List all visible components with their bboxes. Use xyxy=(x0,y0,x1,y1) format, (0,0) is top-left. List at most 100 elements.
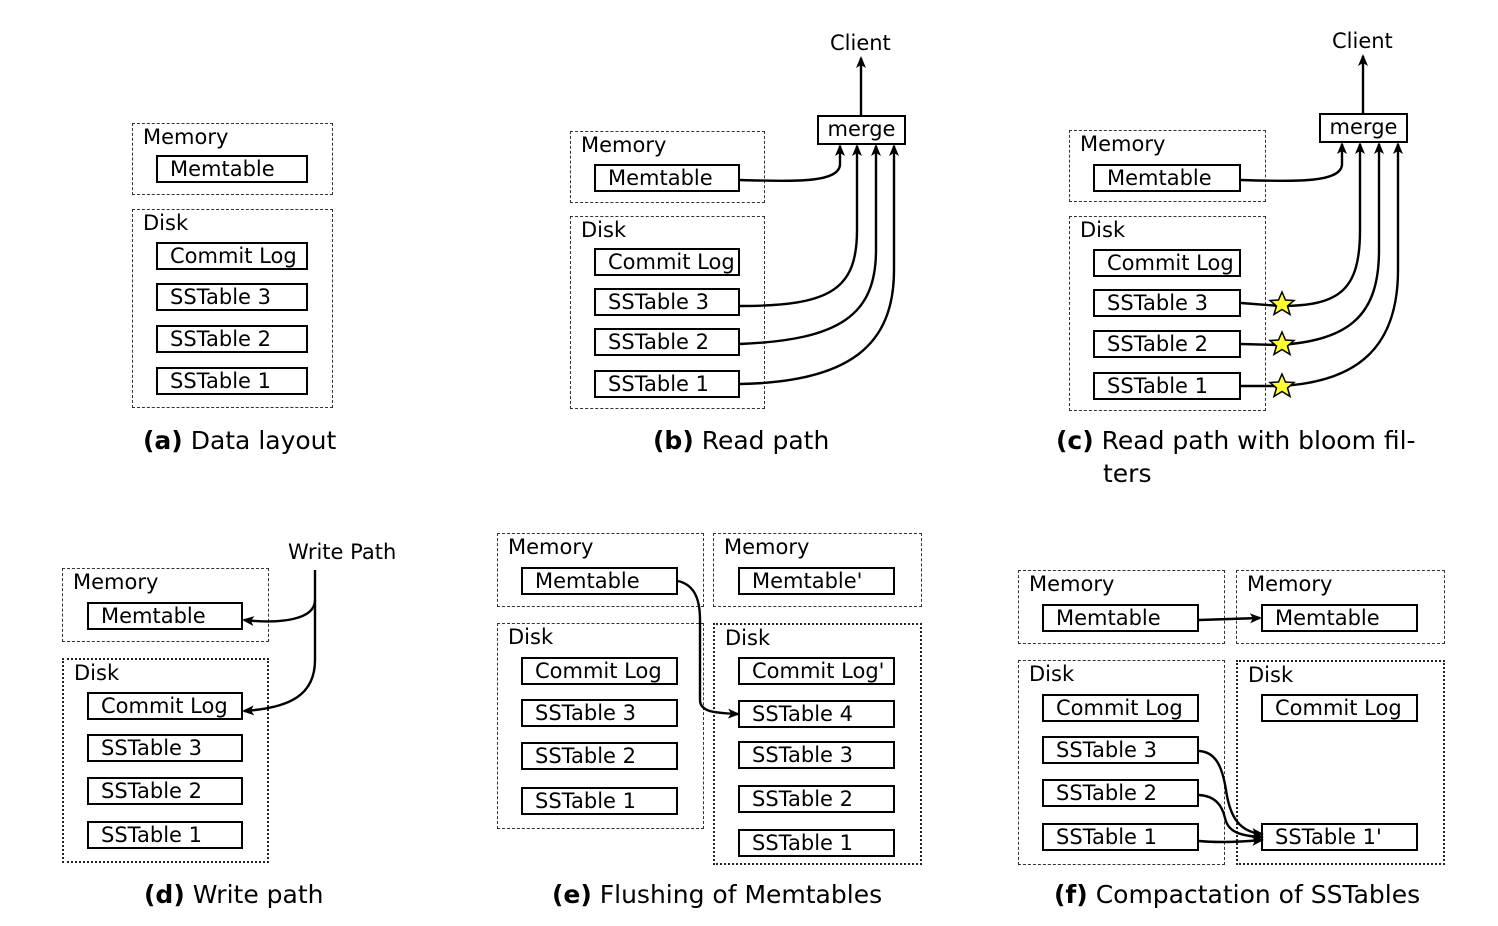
f-sstable2-compaction-arrow xyxy=(1198,793,1264,842)
f-left-memory-region: Memory xyxy=(1018,570,1225,644)
f-left-disk-region: Disk xyxy=(1018,660,1225,865)
b-sstable3-to-merge-arrow xyxy=(739,144,862,308)
d-disk-label: Disk xyxy=(74,661,120,685)
caption-b: (b) Read path xyxy=(653,424,829,457)
d-write-path-label: Write Path xyxy=(288,540,397,564)
caption-f-letter: (f) xyxy=(1054,880,1088,909)
a-sstable-3: SSTable 3 xyxy=(156,283,308,311)
f-right-disk-label: Disk xyxy=(1248,663,1294,687)
e-left-memtable: Memtable xyxy=(521,567,678,595)
caption-f-text: Compactation of SSTables xyxy=(1095,880,1421,909)
b-sstable2-to-merge-arrow xyxy=(739,144,881,346)
c-bloom-star-icon-1 xyxy=(1268,372,1296,399)
e-left-sstable-1: SSTable 1 xyxy=(521,787,678,815)
e-memtable-flush-arrow xyxy=(677,579,740,719)
f-left-commit-log: Commit Log xyxy=(1042,694,1199,722)
e-right-memory-label: Memory xyxy=(724,535,810,559)
c-disk-region: Disk xyxy=(1069,216,1266,411)
caption-c-line2: ters xyxy=(1103,459,1152,488)
b-client-label: Client xyxy=(830,31,891,55)
d-memory-label: Memory xyxy=(73,570,159,594)
a-disk-label: Disk xyxy=(143,211,189,235)
e-left-memory-label: Memory xyxy=(508,535,594,559)
c-sstable1-to-merge-arrow xyxy=(1241,142,1403,388)
e-right-sstable-2: SSTable 2 xyxy=(738,785,895,813)
b-memtable: Memtable xyxy=(594,164,740,192)
caption-f: (f) Compactation of SSTables xyxy=(1054,878,1420,911)
b-sstable-2: SSTable 2 xyxy=(594,328,740,356)
e-left-sstable-3: SSTable 3 xyxy=(521,699,678,727)
f-left-memory-label: Memory xyxy=(1029,572,1115,596)
c-memtable: Memtable xyxy=(1093,164,1241,192)
d-sstable-1: SSTable 1 xyxy=(87,821,243,849)
f-sstable1-compaction-arrow xyxy=(1198,835,1264,846)
f-right-memory-region: Memory xyxy=(1236,570,1445,644)
caption-e: (e) Flushing of Memtables xyxy=(552,878,882,911)
d-writepath-to-memtable-arrow xyxy=(242,570,317,627)
f-memtable-arrow xyxy=(1198,613,1262,624)
f-sstable3-compaction-arrow xyxy=(1198,749,1264,839)
f-right-memtable: Memtable xyxy=(1261,604,1418,632)
f-left-sstable-1: SSTable 1 xyxy=(1042,823,1199,851)
e-right-memtable-prime: Memtable' xyxy=(738,567,895,595)
c-memory-label: Memory xyxy=(1080,132,1166,156)
b-memory-region: Memory xyxy=(570,131,765,203)
c-memory-region: Memory xyxy=(1069,130,1266,202)
b-merge-box: merge xyxy=(817,115,906,145)
f-right-sstable-1-prime: SSTable 1' xyxy=(1261,823,1418,851)
c-sstable-3: SSTable 3 xyxy=(1093,289,1241,317)
a-memtable: Memtable xyxy=(156,155,308,183)
caption-e-letter: (e) xyxy=(552,880,592,909)
a-sstable-2: SSTable 2 xyxy=(156,325,308,353)
caption-d: (d) Write path xyxy=(144,878,324,911)
d-memory-region: Memory xyxy=(62,568,269,642)
c-sstable-2: SSTable 2 xyxy=(1093,330,1241,358)
e-right-sstable-1: SSTable 1 xyxy=(738,829,895,857)
e-left-disk-label: Disk xyxy=(508,625,554,649)
caption-a: (a) Data layout xyxy=(143,424,336,457)
caption-d-letter: (d) xyxy=(144,880,185,909)
c-merge-box: merge xyxy=(1319,113,1408,143)
caption-d-text: Write path xyxy=(192,880,324,909)
caption-e-text: Flushing of Memtables xyxy=(599,880,883,909)
b-disk-label: Disk xyxy=(581,218,627,242)
e-left-memory-region: Memory xyxy=(497,533,704,607)
d-memtable: Memtable xyxy=(87,602,243,630)
b-sstable-3: SSTable 3 xyxy=(594,288,740,316)
caption-c-letter: (c) xyxy=(1056,426,1094,455)
d-disk-region: Disk xyxy=(62,658,269,863)
d-writepath-to-commitlog-arrow xyxy=(242,600,317,716)
d-sstable-3: SSTable 3 xyxy=(87,734,243,762)
c-sstable2-to-merge-arrow xyxy=(1240,142,1384,347)
e-left-commit-log: Commit Log xyxy=(521,657,678,685)
e-right-memory-region: Memory xyxy=(713,533,922,607)
f-left-sstable-2: SSTable 2 xyxy=(1042,779,1199,807)
a-memory-label: Memory xyxy=(143,125,229,149)
e-right-sstable-3: SSTable 3 xyxy=(738,741,895,769)
e-right-commit-log-prime: Commit Log' xyxy=(738,657,895,685)
c-bloom-star-icon-2 xyxy=(1268,330,1296,357)
caption-b-letter: (b) xyxy=(653,426,694,455)
b-memtable-to-merge-arrow xyxy=(739,144,845,183)
caption-a-letter: (a) xyxy=(143,426,183,455)
f-right-memory-label: Memory xyxy=(1247,572,1333,596)
f-left-memtable: Memtable xyxy=(1042,604,1199,632)
e-left-disk-region: Disk xyxy=(497,623,704,829)
e-left-sstable-2: SSTable 2 xyxy=(521,742,678,770)
b-memory-label: Memory xyxy=(581,133,667,157)
e-right-disk-label: Disk xyxy=(725,626,771,650)
caption-a-text: Data layout xyxy=(190,426,337,455)
caption-b-text: Read path xyxy=(701,426,830,455)
b-disk-region: Disk xyxy=(570,216,765,409)
e-right-disk-region: Disk xyxy=(713,623,922,865)
caption-c-text: Read path with bloom fil- xyxy=(1101,426,1416,455)
b-sstable-1: SSTable 1 xyxy=(594,370,740,398)
c-commit-log: Commit Log xyxy=(1093,249,1241,277)
f-right-disk-region: Disk xyxy=(1236,660,1445,865)
b-sstable1-to-merge-arrow xyxy=(739,144,899,386)
b-commit-log: Commit Log xyxy=(594,248,740,276)
c-memtable-to-merge-arrow xyxy=(1240,142,1347,183)
a-disk-region: Disk xyxy=(132,209,333,408)
a-memory-region: Memory xyxy=(132,123,333,195)
